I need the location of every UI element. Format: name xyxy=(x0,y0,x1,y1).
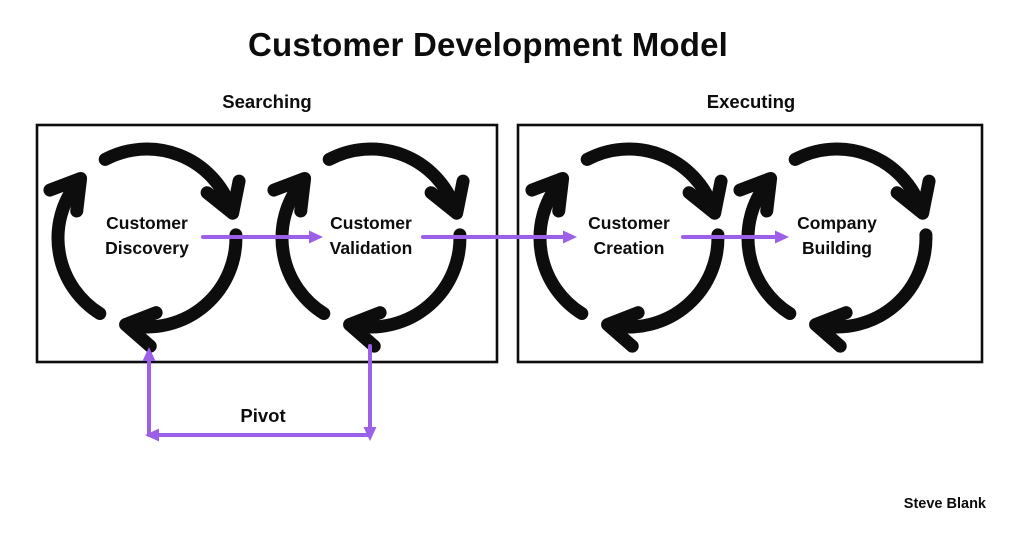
executing-box xyxy=(516,123,984,364)
attribution-author: Steve Blank xyxy=(903,496,986,512)
customer-creation-label: Customer Creation xyxy=(588,213,670,258)
attribution: Steve Blank p.23, The Startup Owner’s Ma… xyxy=(753,471,986,541)
company-building-label: Company Building xyxy=(797,213,877,258)
attribution-source: p.23, The Startup Owner’s Manual xyxy=(753,537,986,541)
customer-validation-label: Customer Validation xyxy=(329,213,413,258)
pivot-label: Pivot xyxy=(240,405,286,426)
customer-discovery-label: Customer Discovery xyxy=(105,213,189,258)
searching-section-label: Searching xyxy=(222,91,312,112)
pivot-arrow-icon xyxy=(142,344,377,442)
executing-section-label: Executing xyxy=(706,91,796,112)
searching-box xyxy=(35,123,499,364)
page-title: Customer Development Model xyxy=(247,26,729,63)
